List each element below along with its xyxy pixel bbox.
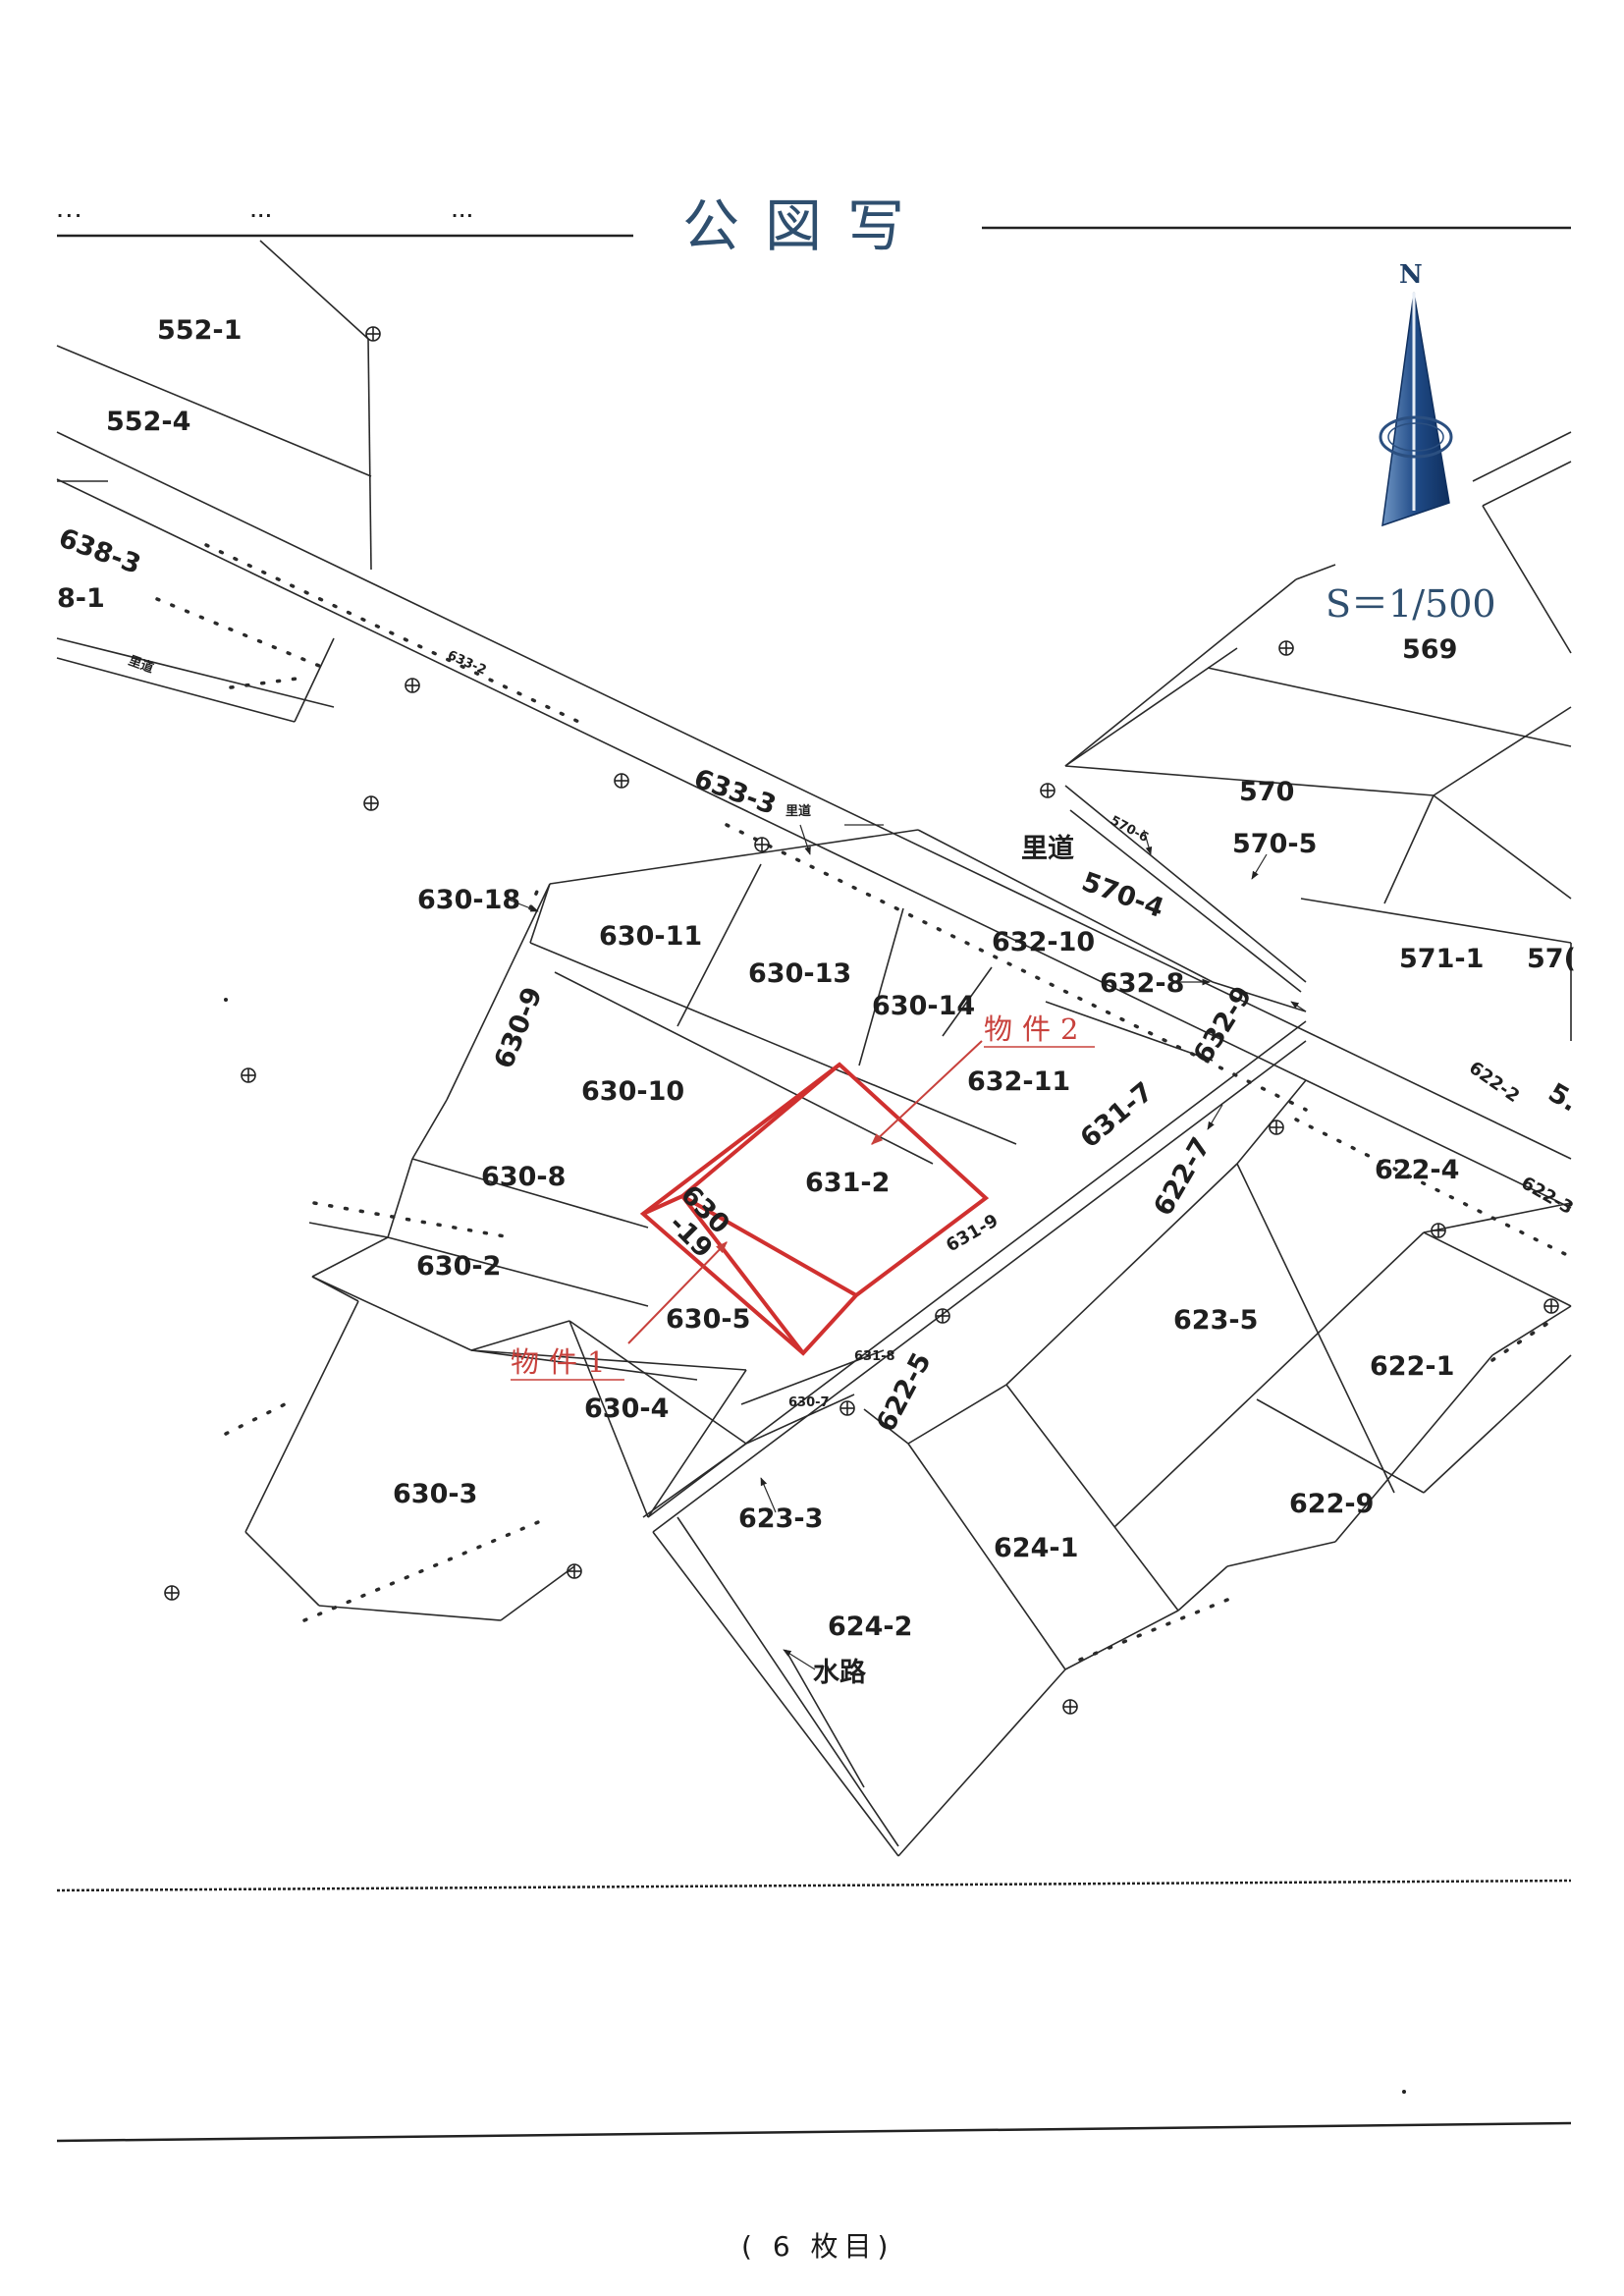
parcel-boundaries — [56, 240, 1572, 1857]
parcel-label: 630-7 — [788, 1395, 830, 1410]
benchmark-icon — [754, 837, 770, 852]
parcel-label: 624-1 — [994, 1533, 1078, 1563]
parcel-label: 570-4 — [1078, 866, 1168, 924]
road-label: 里道 — [127, 653, 156, 677]
parcel-label: 631-9 — [943, 1210, 1001, 1256]
property-2-label: 物件2 — [984, 1012, 1088, 1046]
parcel-label: 630-10 — [581, 1076, 684, 1107]
parcel-label: 624-2 — [828, 1612, 912, 1642]
road-label: 里道 — [1021, 833, 1074, 864]
waterway-label: 水路 — [813, 1657, 867, 1688]
parcel-label: 622-1 — [1370, 1351, 1454, 1382]
parcel-label: 623-3 — [738, 1503, 823, 1534]
parcel-label: 630-11 — [599, 921, 702, 952]
parcel-label: 630-13 — [748, 958, 851, 989]
road-label: 里道 — [785, 803, 811, 819]
parcel-label: 57( — [1527, 944, 1576, 974]
benchmark-icon — [1431, 1223, 1446, 1238]
parcel-label: 632-9 — [1188, 981, 1259, 1069]
parcel-label: 633-2 — [445, 648, 488, 679]
parcel-label: 570-6 — [1108, 813, 1151, 846]
map-bottom-border — [56, 1879, 1572, 1892]
scale-label: S＝1/500 — [1326, 582, 1496, 626]
header: · · · · · · · · · 公図写 — [57, 192, 1571, 259]
benchmark-points — [164, 326, 1559, 1715]
page-rule — [56, 2121, 1572, 2143]
page-title: 公図写 — [682, 192, 930, 259]
parcel-label: 570-5 — [1232, 829, 1317, 859]
parcel-label: 570 — [1239, 777, 1294, 807]
svg-text:· · ·: · · · — [452, 206, 472, 225]
parcel-label: 552-4 — [106, 407, 190, 437]
parcel-label: 630-5 — [666, 1304, 750, 1335]
parcel-label: 630-2 — [416, 1251, 501, 1282]
subject-labels: 物件2 物件1 — [511, 1012, 1095, 1381]
leader-arrows — [505, 824, 1307, 1670]
parcel-label: 8-1 — [57, 583, 105, 614]
subject-parcels — [639, 1062, 990, 1356]
benchmark-icon — [567, 1563, 582, 1579]
parcel-label: 631-8 — [854, 1349, 895, 1364]
survey-point-lines — [204, 543, 1573, 1662]
parcel-label: 630-3 — [393, 1479, 477, 1509]
benchmark-icon — [1269, 1120, 1284, 1135]
page-counter: ( 6 枚目) — [741, 2230, 893, 2263]
benchmark-icon — [363, 795, 379, 811]
parcel-labels: 552-1 552-4 638-3 8-1 里道 633-2 633-3 里道 … — [55, 315, 1584, 1688]
parcel-label: 630-18 — [417, 885, 520, 915]
parcel-label: 632-8 — [1100, 968, 1184, 999]
parcel-label: 630-8 — [481, 1162, 566, 1192]
benchmark-icon — [164, 1585, 180, 1601]
benchmark-icon — [1062, 1699, 1078, 1715]
parcel-label: 631-2 — [805, 1168, 890, 1198]
parcel-label: 630-9 — [489, 983, 549, 1073]
benchmark-icon — [365, 326, 381, 342]
parcel-label: 632-11 — [967, 1066, 1070, 1097]
property-1-label: 物件1 — [511, 1345, 615, 1379]
north-arrow-icon: N — [1379, 260, 1453, 527]
parcel-label: 631-7 — [1075, 1076, 1160, 1154]
benchmark-icon — [241, 1067, 256, 1083]
parcel-label: 622-4 — [1375, 1155, 1459, 1185]
parcel-label: 622-2 — [1465, 1058, 1523, 1107]
parcel-label: 622-9 — [1289, 1489, 1374, 1519]
parcel-label: 632-10 — [992, 927, 1095, 957]
svg-text:· · ·: · · · — [250, 206, 271, 225]
parcel-label: 622-7 — [1148, 1132, 1217, 1221]
parcel-label: 638-3 — [55, 522, 145, 580]
benchmark-icon — [935, 1308, 950, 1324]
benchmark-icon — [1543, 1298, 1559, 1314]
parcel-label: 623-5 — [1173, 1305, 1258, 1336]
parcel-label: 630-14 — [872, 991, 975, 1021]
svg-text:· · ·: · · · — [57, 206, 81, 225]
benchmark-icon — [1040, 783, 1056, 798]
parcel-label: 571-1 — [1399, 944, 1484, 974]
benchmark-icon — [614, 773, 629, 789]
parcel-label: 5. — [1543, 1077, 1584, 1118]
parcel-label: 569 — [1402, 634, 1457, 665]
parcel-label: 552-1 — [157, 315, 242, 346]
north-label: N — [1399, 260, 1423, 290]
benchmark-icon — [1278, 640, 1294, 656]
benchmark-icon — [405, 678, 420, 693]
parcel-label: 630-4 — [584, 1394, 669, 1424]
benchmark-icon — [839, 1400, 855, 1416]
